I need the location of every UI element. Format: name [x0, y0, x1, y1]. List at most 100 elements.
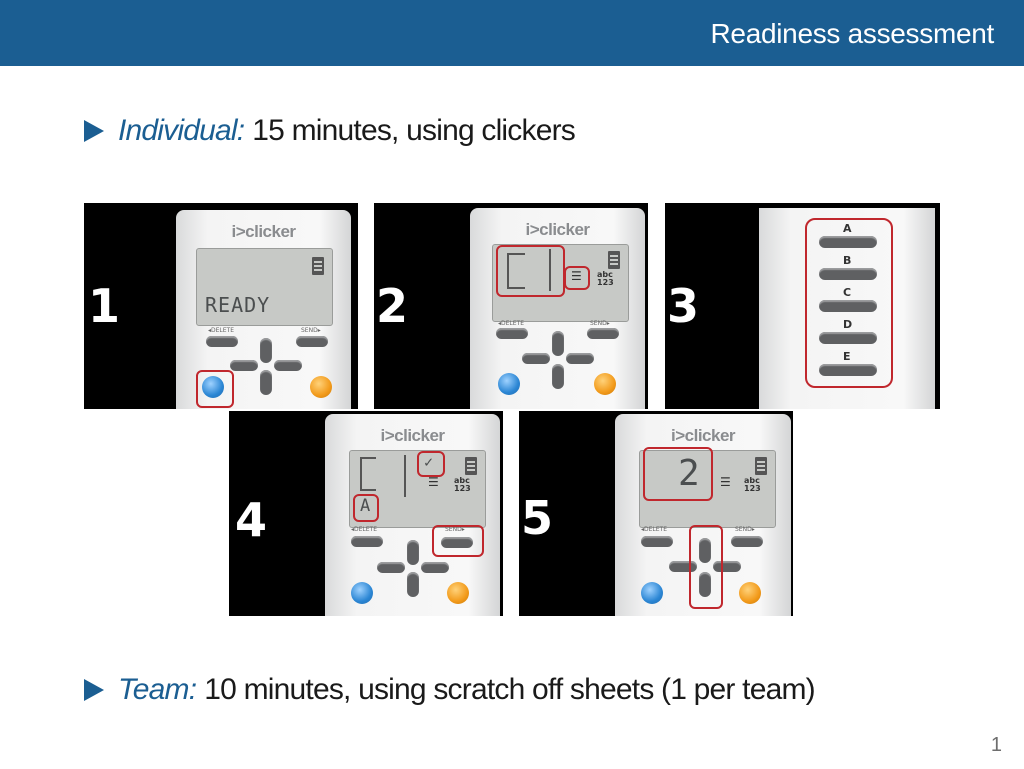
send-label: SEND▸	[445, 526, 465, 533]
dpad-down-button[interactable]	[552, 364, 564, 389]
highlight-check	[417, 451, 445, 477]
clicker-brand: i>clicker	[525, 220, 590, 239]
lcd-segment-left	[360, 457, 376, 491]
lcd-readout: READY	[205, 293, 271, 317]
highlight-power	[196, 370, 234, 408]
list-icon: ☰	[428, 475, 439, 489]
lcd-letter: A	[360, 496, 372, 516]
dpad-left-button[interactable]	[230, 360, 258, 371]
bullet-lead: Individual:	[118, 114, 245, 147]
highlight-lcd-digit	[496, 245, 565, 297]
delete-button[interactable]	[641, 536, 673, 547]
battery-icon	[465, 457, 477, 475]
dpad-right-button[interactable]	[713, 561, 741, 572]
send-button[interactable]	[731, 536, 763, 547]
power-button[interactable]	[351, 582, 373, 604]
battery-icon	[312, 257, 324, 275]
dpad-up-button[interactable]	[699, 538, 711, 563]
bullet-text: 15 minutes, using clickers	[252, 114, 575, 147]
power-button[interactable]	[498, 373, 520, 395]
step-panel-3: 3 A B C D E	[665, 203, 940, 409]
power-button[interactable]	[202, 376, 224, 398]
dpad-down-button[interactable]	[699, 572, 711, 597]
answer-button-a[interactable]	[819, 236, 877, 248]
bullet-team: Team: 10 minutes, using scratch off shee…	[84, 673, 816, 707]
delete-label: ◂DELETE	[351, 526, 378, 533]
highlight-letter	[353, 494, 379, 522]
clicker-lcd: READY	[196, 248, 333, 326]
orange-button[interactable]	[594, 373, 616, 395]
clicker-brand: i>clicker	[231, 222, 296, 241]
battery-icon	[755, 457, 767, 475]
answer-button-b[interactable]	[819, 268, 877, 280]
delete-label: ◂DELETE	[498, 320, 525, 327]
power-button[interactable]	[641, 582, 663, 604]
dpad-right-button[interactable]	[274, 360, 302, 371]
dpad-right-button[interactable]	[566, 353, 594, 364]
orange-button[interactable]	[447, 582, 469, 604]
answer-button-e[interactable]	[819, 364, 877, 376]
delete-label: ◂DELETE	[208, 327, 235, 334]
page-number: 1	[990, 734, 1002, 756]
delete-button[interactable]	[351, 536, 383, 547]
dpad-up-button[interactable]	[407, 540, 419, 565]
key-label-a: A	[843, 222, 852, 235]
dpad-down-button[interactable]	[407, 572, 419, 597]
send-button[interactable]	[441, 537, 473, 548]
dpad-right-button[interactable]	[421, 562, 449, 573]
step-number: 2	[376, 279, 409, 333]
step-number: 1	[88, 279, 121, 333]
key-label-c: C	[843, 286, 852, 299]
list-icon: ☰	[720, 475, 731, 489]
bullet-triangle-icon	[84, 120, 104, 142]
highlight-answer-keys	[805, 218, 893, 388]
answer-button-c[interactable]	[819, 300, 877, 312]
delete-label: ◂DELETE	[641, 526, 668, 533]
dpad-left-button[interactable]	[522, 353, 550, 364]
send-label: SEND▸	[301, 327, 321, 334]
dpad-down-button[interactable]	[260, 370, 272, 395]
step-number: 4	[235, 493, 268, 547]
header-bar: Readiness assessment	[0, 0, 1024, 66]
highlight-lcd-digit	[643, 447, 713, 501]
highlight-list-icon	[564, 266, 590, 290]
clicker-device: i>clicker READY ◂DELETE SEND▸	[176, 210, 351, 409]
dpad-left-button[interactable]	[669, 561, 697, 572]
highlight-send	[432, 525, 484, 557]
send-label: SEND▸	[735, 526, 755, 533]
lcd-segment-left	[507, 253, 525, 289]
send-button[interactable]	[587, 328, 619, 339]
orange-button[interactable]	[739, 582, 761, 604]
key-label-b: B	[843, 254, 852, 267]
dpad-up-button[interactable]	[260, 338, 272, 363]
key-label-e: E	[843, 350, 851, 363]
clicker-device: A B C D E	[759, 208, 935, 409]
step-panel-1: 1 i>clicker READY ◂DELETE SEND▸	[84, 203, 358, 409]
dpad-up-button[interactable]	[552, 331, 564, 356]
answer-button-d[interactable]	[819, 332, 877, 344]
lcd-digit: 2	[678, 453, 701, 494]
bullet-lead: Team:	[118, 673, 197, 706]
dpad-left-button[interactable]	[377, 562, 405, 573]
delete-button[interactable]	[206, 336, 238, 347]
step-number: 3	[667, 279, 700, 333]
slide-title: Readiness assessment	[710, 18, 995, 49]
orange-button[interactable]	[310, 376, 332, 398]
delete-button[interactable]	[496, 328, 528, 339]
list-icon: ☰	[571, 269, 582, 283]
clicker-brand: i>clicker	[670, 426, 736, 445]
lcd-segment-right	[398, 455, 406, 497]
lcd-segment-right	[543, 249, 551, 291]
send-button[interactable]	[296, 336, 328, 347]
key-label-d: D	[843, 318, 853, 331]
bullet-text: 10 minutes, using scratch off sheets (1 …	[204, 673, 815, 706]
